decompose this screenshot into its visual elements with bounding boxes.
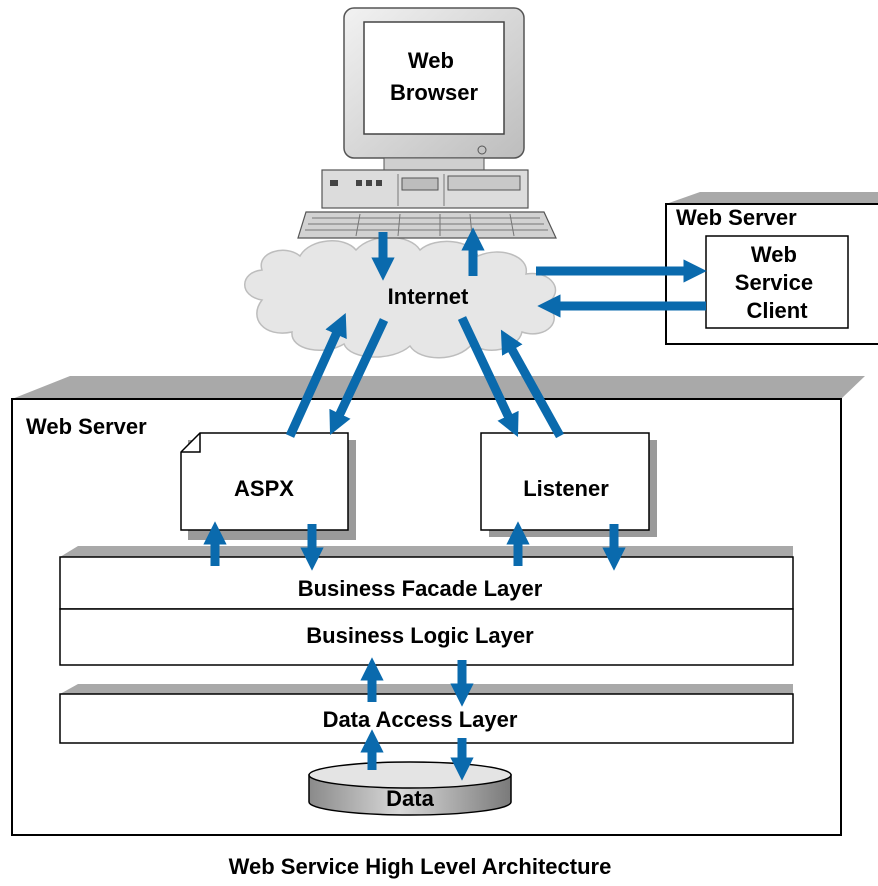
web-service-client-label: Web Service Client: [735, 242, 819, 323]
cloud-shape: [244, 236, 557, 359]
cd-drive-icon: [447, 175, 521, 191]
arrow-internet-to-listener: [457, 316, 519, 437]
internet-cloud: Internet: [244, 236, 557, 359]
floppy-drive-icon: [401, 177, 439, 191]
business-facade-layer: [59, 556, 794, 610]
monitor-screen: [363, 21, 505, 135]
keyboard: [297, 211, 557, 239]
business-layer-top-shadow: [60, 546, 793, 557]
client-label-line3: Client: [746, 298, 808, 323]
remote-server-title: Web Server: [676, 205, 797, 230]
arrow-aspx-to-internet: [285, 312, 347, 438]
browser-label: Web Browser: [390, 48, 478, 105]
aspx-document: [180, 432, 349, 531]
data-access-label: Data Access Layer: [323, 707, 518, 732]
aspx-dog-ear: [181, 433, 201, 453]
diagram-title: Web Service High Level Architecture: [229, 854, 612, 879]
client-computer: Web Browser: [297, 7, 557, 239]
front-buttons-icon: [330, 174, 445, 206]
listener: Listener: [480, 432, 657, 537]
business-facade-label: Business Facade Layer: [298, 576, 543, 601]
client-label-line2: Service: [735, 270, 813, 295]
business-layers: Business Facade Layer Business Logic Lay…: [59, 546, 794, 666]
arrow-internet-to-aspx: [329, 318, 389, 435]
keyboard-keys-icon: [305, 213, 548, 237]
web-service-client-box: [705, 235, 849, 329]
listener-label: Listener: [523, 476, 609, 501]
remote-server-top-shadow: [666, 192, 878, 204]
listener-box: [480, 432, 650, 531]
aspx-label: ASPX: [234, 476, 294, 501]
data-access-layer-group: Data Access Layer: [59, 684, 794, 744]
data-access-top-shadow: [60, 684, 793, 694]
arrow-listener-to-internet: [500, 329, 564, 439]
data-store: Data: [308, 761, 512, 816]
aspx-page: ASPX: [180, 432, 356, 540]
data-label: Data: [386, 786, 434, 811]
business-logic-label: Business Logic Layer: [306, 623, 534, 648]
remote-web-server: Web Server Web Service Client: [665, 192, 878, 345]
connector-arrows: [203, 227, 707, 781]
business-logic-layer: [59, 608, 794, 666]
browser-label-line1: Web: [408, 48, 454, 73]
client-label-line1: Web: [751, 242, 797, 267]
internet-label: Internet: [388, 284, 469, 309]
data-access-layer: [59, 693, 794, 744]
browser-label-line2: Browser: [390, 80, 478, 105]
monitor-stand: [383, 157, 485, 171]
main-server-title: Web Server: [26, 414, 147, 439]
data-cylinder-top: [308, 761, 512, 789]
main-server-top-shadow: [12, 376, 865, 399]
monitor-power-icon: [477, 145, 487, 155]
